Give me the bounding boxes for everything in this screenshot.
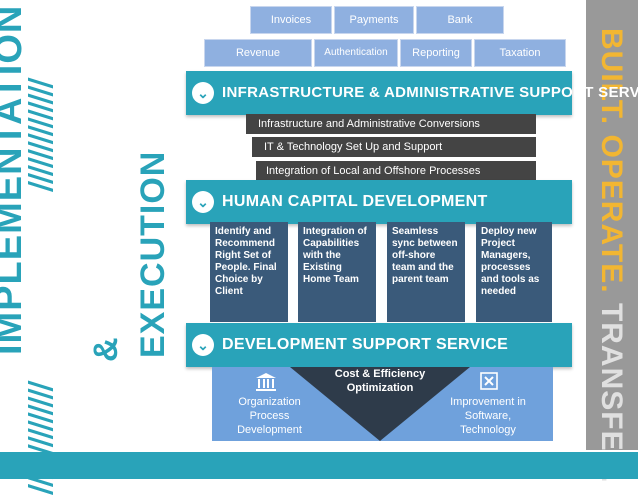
section-human-capital-title: HUMAN CAPITAL DEVELOPMENT xyxy=(222,193,488,210)
tab-bank: Bank xyxy=(416,6,504,34)
chevron-down-icon: ⌄ xyxy=(192,191,214,213)
excel-icon xyxy=(480,372,498,390)
section-infrastructure-title: INFRASTRUCTURE & ADMINISTRATIVE SUPPORT … xyxy=(222,84,638,101)
infrastructure-item: IT & Technology Set Up and Support xyxy=(252,137,536,157)
banner-operate: OPERATE. xyxy=(595,134,628,294)
tab-taxation: Taxation xyxy=(474,39,566,67)
development-center-text: Cost & Efficiency Optimization xyxy=(334,368,426,394)
section-human-capital-header: ⌄ HUMAN CAPITAL DEVELOPMENT xyxy=(186,180,572,224)
human-capital-card: Identify and Recommend Right Set of Peop… xyxy=(210,222,288,322)
tab-revenue: Revenue xyxy=(204,39,312,67)
ampersand-title: & xyxy=(87,336,125,362)
section-infrastructure-header: ⌄ INFRASTRUCTURE & ADMINISTRATIVE SUPPOR… xyxy=(186,71,638,115)
section-development-title: DEVELOPMENT SUPPORT SERVICE xyxy=(222,336,509,353)
development-right-text: Improvement in Software, Technology xyxy=(450,396,526,436)
human-capital-card: Deploy new Project Managers, processes a… xyxy=(476,222,552,322)
human-capital-card: Seamless sync between off-shore team and… xyxy=(387,222,465,322)
chevron-down-icon: ⌄ xyxy=(192,82,214,104)
right-banner xyxy=(586,0,638,450)
human-capital-card: Integration of Capabilities with the Exi… xyxy=(298,222,376,322)
infrastructure-item: Infrastructure and Administrative Conver… xyxy=(246,114,536,134)
infrastructure-item: Integration of Local and Offshore Proces… xyxy=(256,161,536,181)
tab-invoices: Invoices xyxy=(250,6,332,34)
execution-title: EXECUTION xyxy=(134,150,172,358)
section-development-header: ⌄ DEVELOPMENT SUPPORT SERVICE xyxy=(186,323,572,367)
tab-authentication: Authentication xyxy=(314,39,398,67)
bank-icon xyxy=(255,372,277,392)
development-triangle xyxy=(290,367,470,441)
bottom-bar xyxy=(0,452,638,479)
tab-reporting: Reporting xyxy=(400,39,472,67)
chevron-down-icon: ⌄ xyxy=(192,334,214,356)
tab-payments: Payments xyxy=(334,6,414,34)
development-left-text: Organization Process Development xyxy=(237,396,302,436)
